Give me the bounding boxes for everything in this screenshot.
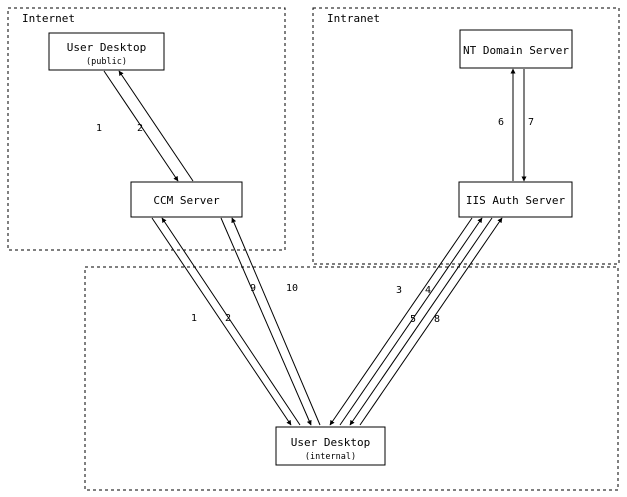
- node-subtitle: (public): [86, 57, 127, 67]
- node-subtitle: (internal): [305, 452, 356, 462]
- flow-number-10: 10: [286, 283, 298, 294]
- flow-number-2-internal: 2: [225, 313, 231, 324]
- node-box: [275, 426, 386, 466]
- node-title: User Desktop: [67, 41, 146, 54]
- node-user-desktop-internal[interactable]: User Desktop (internal): [275, 426, 386, 466]
- zone-intranet-boundary: [312, 7, 620, 265]
- node-ccm-server[interactable]: CCM Server: [130, 181, 243, 218]
- flow-line-10: [220, 217, 312, 426]
- flow-number-1-internal: 1: [191, 313, 197, 324]
- flow-line-8: [349, 217, 493, 426]
- flow-number-8: 8: [434, 314, 440, 325]
- connector-internal-iis-34: [329, 217, 483, 426]
- flow-number-3: 3: [396, 285, 402, 296]
- node-title: CCM Server: [153, 194, 220, 207]
- flow-line-1-public: [103, 70, 179, 182]
- node-nt-domain-server[interactable]: NT Domain Server: [459, 29, 573, 69]
- node-box: [459, 29, 573, 69]
- connector-iis-nt: [510, 68, 527, 182]
- node-user-desktop-public[interactable]: User Desktop (public): [48, 32, 165, 71]
- flow-line-4: [329, 217, 473, 426]
- connector-internal-ccm-910: [220, 217, 321, 426]
- flow-line-2-public: [118, 70, 194, 182]
- flow-line-1-internal: [161, 217, 301, 426]
- node-title: User Desktop: [291, 436, 370, 449]
- flow-number-6: 6: [498, 117, 504, 128]
- flow-number-9: 9: [250, 283, 256, 294]
- zone-label-internet: Internet: [22, 12, 75, 25]
- connector-internal-iis-58: [349, 217, 503, 426]
- connector-public-ccm: [103, 70, 194, 182]
- flow-number-5: 5: [410, 314, 416, 325]
- flow-line-3: [339, 217, 483, 426]
- node-box: [458, 181, 573, 218]
- zone-boundaries: [7, 7, 620, 491]
- zone-internal-boundary: [84, 266, 619, 491]
- flow-number-4: 4: [425, 285, 431, 296]
- node-iis-auth-server[interactable]: IIS Auth Server: [458, 181, 573, 218]
- zone-internet-boundary: [7, 7, 286, 251]
- node-box: [48, 32, 165, 71]
- flow-line-9: [231, 217, 321, 426]
- node-title: IIS Auth Server: [466, 194, 566, 207]
- flow-number-1-public: 1: [96, 123, 102, 134]
- flow-number-2-public: 2: [137, 123, 143, 134]
- flow-line-5: [359, 217, 503, 426]
- flow-number-7: 7: [528, 117, 534, 128]
- flow-line-2-internal: [151, 217, 292, 426]
- zone-label-intranet: Intranet: [327, 12, 380, 25]
- connector-internal-ccm-12: [151, 217, 301, 426]
- flow-number-labels: 1 2 6 7 1 2 9 10 3 4 5 8: [96, 117, 534, 325]
- node-title: NT Domain Server: [463, 44, 569, 57]
- node-box: [130, 181, 243, 218]
